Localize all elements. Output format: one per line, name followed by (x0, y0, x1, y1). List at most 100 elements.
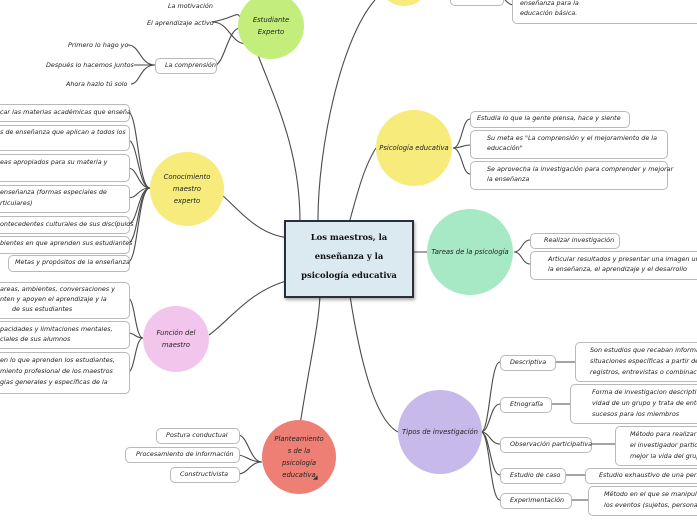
tareas-box[interactable] (530, 251, 697, 280)
comprension-step[interactable]: Ahora hazlo tú solo (66, 80, 128, 88)
psicologia-item: Se aprovecha la investigación para compr… (487, 165, 674, 173)
tipo-box[interactable] (500, 468, 566, 484)
tipos-investigacion-label: Tipos de investigación (402, 428, 478, 436)
tipo-detail-text: Son estudios que recaban informació (590, 346, 697, 354)
funcion-item: ciales de sus alumnos (0, 335, 71, 343)
central-topic[interactable]: Los maestros, la enseñanza y la psicolog… (284, 220, 414, 298)
conocimiento-item: eas apropiados para su materia y (0, 158, 108, 166)
tipo-detail-text: vidad de un grupo y trata de entend (592, 399, 697, 407)
tipo-detail-text: Método para realizar (630, 430, 697, 438)
conocimiento-box[interactable] (0, 185, 130, 213)
tareas-item: la enseñanza, el aprendizaje y el desarr… (548, 265, 687, 273)
psicologia-item: Estudia lo que la gente piensa, hace y s… (477, 114, 621, 122)
tipo-item: Estudio de caso (510, 471, 561, 479)
comprension-box[interactable] (155, 58, 217, 74)
tipo-detail-text: el investigador particip (630, 441, 697, 449)
conocimiento-box[interactable] (0, 125, 130, 151)
tipo-detail-text: Estudio exhaustivo de una persona (599, 471, 697, 479)
funcion-box[interactable] (0, 352, 130, 394)
conocimiento-box[interactable] (0, 154, 130, 182)
tipo-box[interactable] (500, 355, 556, 371)
conocimiento-box[interactable] (8, 255, 130, 272)
psicologia-box[interactable] (470, 130, 668, 159)
conocimiento-node[interactable]: Conocimiento maestro experto (150, 152, 224, 226)
estudiante-item[interactable]: El aprendizaje activo (147, 19, 214, 27)
planteamientos-node[interactable]: Planteamiento s de la psicología educati… (262, 420, 336, 494)
psicologia-item: la enseñanza (487, 175, 530, 183)
conocimiento-item: enseñanza (formas especiales de (0, 188, 107, 196)
planteamiento-item: Procesamiento de información (136, 450, 234, 458)
estudiante-experto-node[interactable]: Estudiante Experto (238, 0, 304, 59)
funcion-item: gias generales y específicas de la (0, 378, 108, 386)
conocimiento-box[interactable] (0, 216, 130, 234)
tareas-item: Realizar investigación (544, 236, 615, 244)
tareas-box[interactable] (530, 233, 620, 249)
conocimiento-item: car las materias académicas que enseña (0, 108, 131, 116)
tipo-item: Observación participativa (510, 440, 593, 448)
tipo-item: Etnografía (510, 400, 544, 408)
funcion-item: en lo que aprenden los estudiantes, (0, 356, 115, 364)
estudiante-item: La comprensión (165, 61, 216, 69)
psicologia-educativa-label: Psicología educativa (379, 144, 449, 152)
funcion-item: de sus estudiantes (12, 305, 73, 313)
tipo-detail-box[interactable] (615, 426, 697, 466)
tipo-detail-box[interactable] (575, 342, 697, 382)
funcion-item: nten y apoyen el aprendizaje y la (0, 295, 107, 303)
conocimiento-box[interactable] (0, 104, 130, 122)
planteamiento-box[interactable] (170, 467, 240, 483)
top-partial-box[interactable] (450, 0, 504, 6)
tipo-detail-text: mejor la vida del grupo (630, 452, 697, 460)
planteamiento-item: Constructivista (180, 470, 229, 478)
tipo-item: Descriptiva (510, 358, 547, 366)
tipo-detail-text: Forma de investigacion descriptiva (592, 388, 697, 396)
comprension-step[interactable]: Después lo hacemos juntos (46, 61, 134, 69)
conocimiento-item: ontecedentes culturales de sus discípulo… (0, 220, 134, 228)
psicologia-box[interactable] (470, 111, 630, 128)
psicologia-educativa-node[interactable]: Psicología educativa (376, 110, 452, 186)
tareas-psicologia-label: Tareas de la psicología (431, 248, 509, 256)
conocimiento-item: rticulares) (0, 199, 33, 207)
top-detail-text: educación básica. (520, 9, 578, 17)
tipo-detail-box[interactable] (585, 468, 697, 484)
tipo-box[interactable] (500, 397, 552, 413)
tipo-box[interactable] (500, 437, 592, 453)
estudiante-experto-label: Estudiante Experto (252, 16, 290, 36)
top-detail-text: enseñanza para la (520, 0, 579, 7)
funcion-box[interactable] (0, 321, 130, 349)
tipo-box[interactable] (500, 493, 572, 509)
planteamiento-box[interactable] (125, 447, 240, 463)
tareas-item: Articular resultados y presentar una ima… (548, 255, 697, 263)
tipo-detail-box[interactable] (570, 384, 697, 424)
funcion-maestro-label: Función del maestro (156, 329, 196, 349)
conocimiento-box[interactable] (0, 236, 130, 254)
tipos-investigacion-node[interactable]: Tipos de investigación (398, 390, 482, 474)
funcion-item: miento profesional de los maestros (0, 367, 113, 375)
planteamientos-label: Planteamiento s de la psicología educati… (274, 435, 324, 479)
tipo-item: Experimentación (510, 496, 565, 504)
psicologia-box[interactable] (470, 161, 668, 190)
psicologia-item: Su meta es "La comprensión y el mejorami… (487, 134, 657, 142)
top-partial-node[interactable] (382, 0, 426, 6)
tareas-psicologia-node[interactable]: Tareas de la psicología (427, 209, 513, 295)
funcion-box[interactable] (0, 282, 130, 319)
funcion-maestro-node[interactable]: Función del maestro (143, 306, 209, 372)
tipo-detail-text: los eventos (sujetos, personas o (604, 501, 697, 509)
funcion-item: pacidades y limitaciones mentales, (0, 325, 113, 333)
tipo-detail-text: situaciones específicas a partir de ob (590, 357, 697, 365)
planteamiento-box[interactable] (156, 428, 240, 444)
psicologia-item: educación" (487, 144, 523, 152)
tipo-detail-box[interactable] (588, 486, 697, 516)
top-detail-box[interactable] (512, 0, 697, 24)
central-topic-label: Los maestros, la enseñanza y la psicolog… (301, 232, 397, 280)
conocimiento-item: s de enseñanza que aplican a todos los (0, 128, 126, 136)
conocimiento-item: bientes en que aprenden sus estudiantes (0, 239, 133, 247)
estudiante-item[interactable]: La motivación (168, 2, 213, 10)
tipo-detail-text: Método en el que se manipulan (604, 490, 697, 498)
tipo-detail-text: sucesos para los miembros (592, 410, 680, 418)
comprension-step[interactable]: Primero lo hago yo (68, 41, 129, 49)
conocimiento-item: Metas y propósitos de la enseñanza (15, 258, 130, 266)
note-marker-icon: ◢ (313, 474, 318, 481)
conocimiento-label: Conocimiento maestro experto (163, 173, 211, 205)
funcion-item: areas, ambientes, conversaciones y (0, 285, 115, 293)
